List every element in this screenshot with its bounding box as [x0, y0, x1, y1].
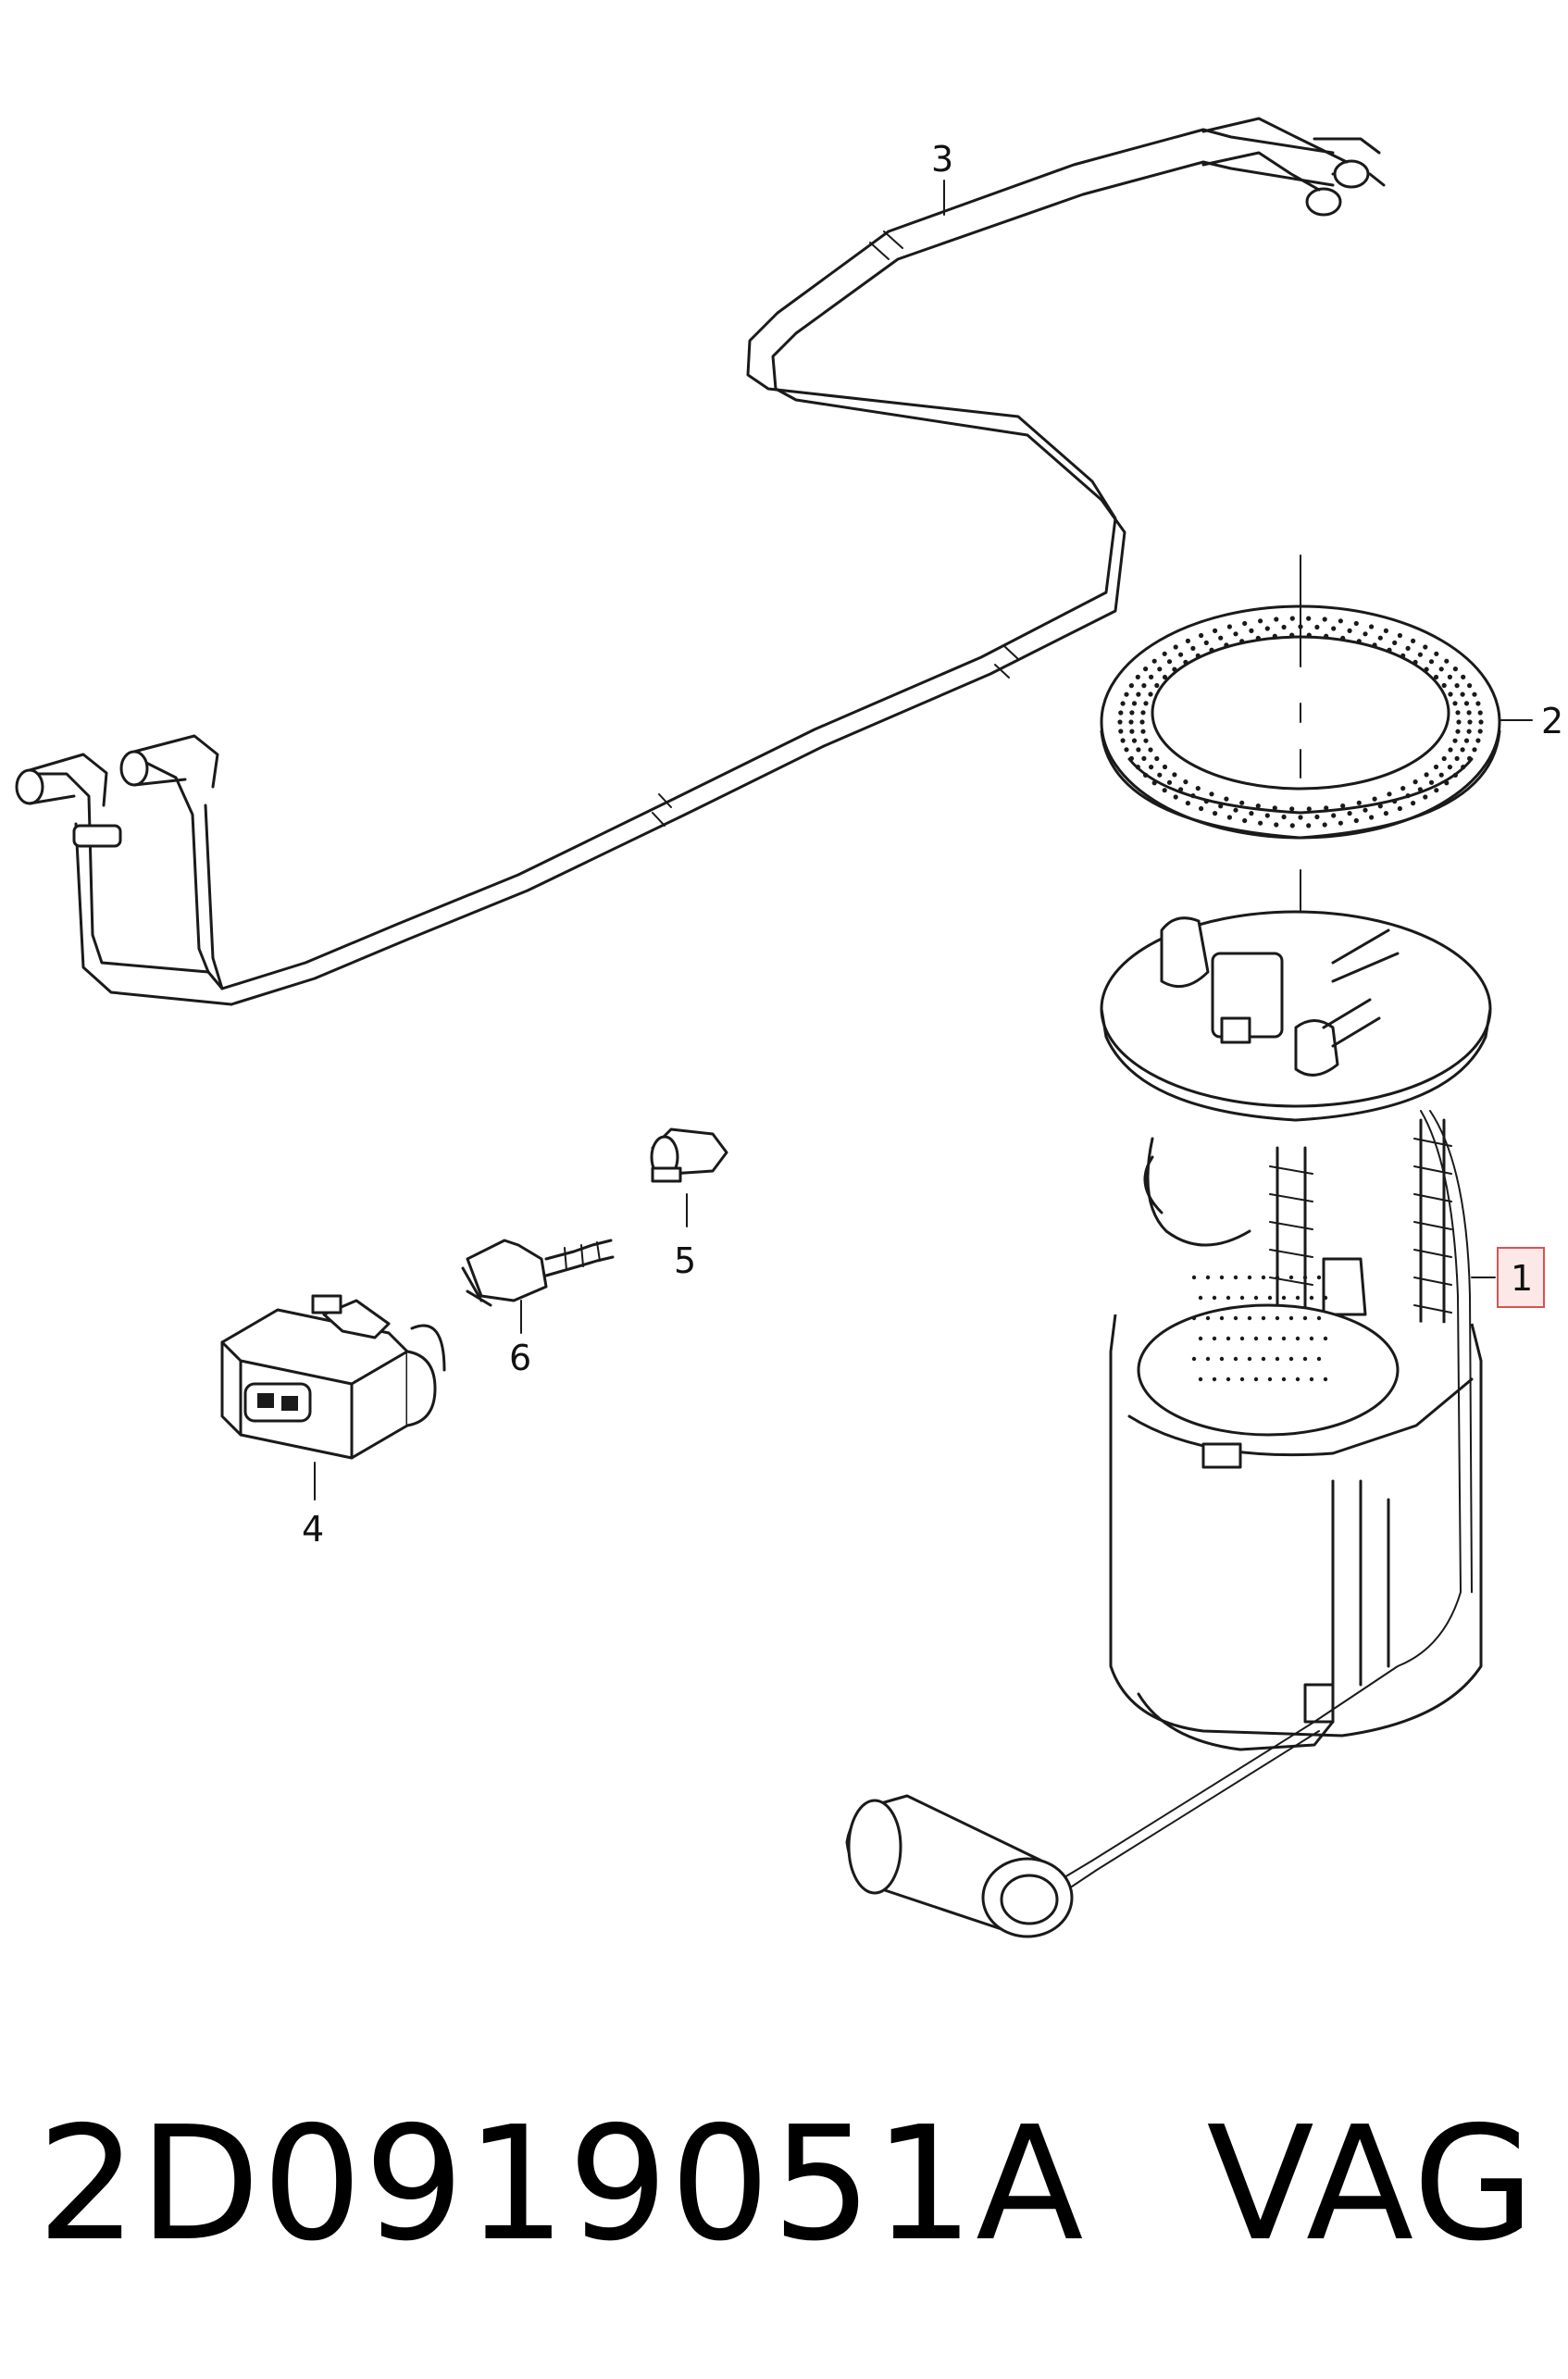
callout-1-highlight — [1497, 1247, 1545, 1308]
fuel-line-assembly — [15, 117, 1386, 1006]
callout-1: 1 — [1511, 1258, 1533, 1299]
grommet-part — [650, 1127, 728, 1183]
terminal-part — [461, 1239, 615, 1307]
part-number: 2D0919051A — [37, 2093, 1086, 2276]
filter-texture — [1191, 1275, 1328, 1382]
callout-3: 3 — [931, 139, 953, 180]
callout-6: 6 — [509, 1338, 531, 1378]
parts-diagram: 3 2 — [15, 117, 1563, 1938]
brand-name: VAG — [1206, 2093, 1537, 2276]
callout-5: 5 — [674, 1240, 696, 1281]
sealing-ring-texture — [1117, 616, 1484, 828]
callout-4: 4 — [302, 1509, 324, 1550]
connector-housing-part — [220, 1294, 446, 1460]
fuel-pump-module — [845, 910, 1492, 1938]
caption: 2D0919051A VAG — [37, 2074, 1537, 2296]
callout-2: 2 — [1541, 701, 1563, 741]
